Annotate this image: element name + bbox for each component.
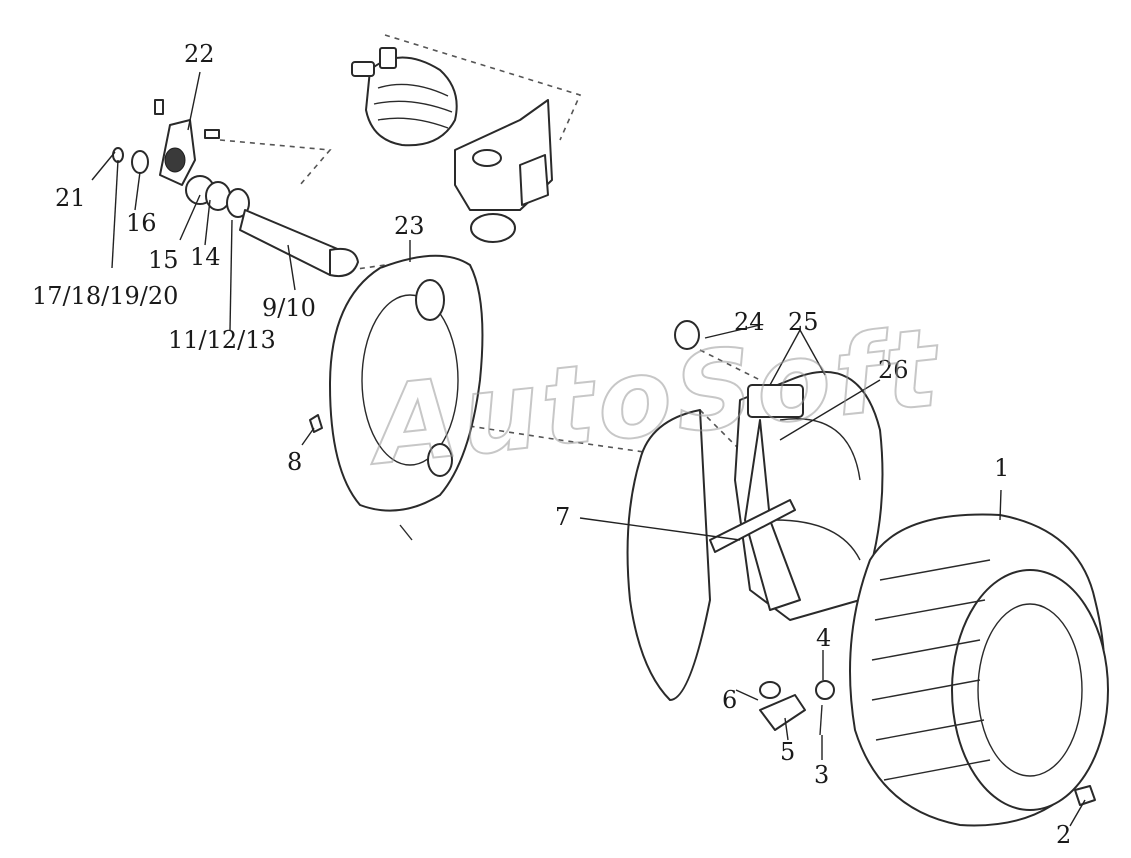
callout-1: 1 — [994, 454, 1009, 482]
anchor-link-parts — [759, 680, 835, 736]
callout-8: 8 — [287, 448, 302, 476]
callout-2: 2 — [1056, 821, 1071, 849]
callout-16: 16 — [126, 209, 157, 237]
brake-shoe — [626, 320, 884, 701]
callout-25: 25 — [788, 308, 819, 336]
callout-24: 24 — [734, 308, 765, 336]
brake-drum — [849, 513, 1109, 827]
callout-17-18-19-20: 17/18/19/20 — [32, 282, 178, 310]
callout-3: 3 — [814, 761, 829, 789]
camshaft-bracket — [454, 99, 553, 243]
callout-23: 23 — [394, 212, 425, 240]
slack-adjuster-assembly — [112, 99, 359, 278]
callout-leaders — [91, 71, 1086, 827]
callout-labels: 1 2 3 4 5 6 7 8 9/10 11/12/13 14 15 16 1… — [32, 40, 1071, 849]
callout-21: 21 — [55, 184, 86, 212]
callout-26: 26 — [878, 356, 909, 384]
brake-chamber — [351, 47, 458, 147]
callout-7: 7 — [555, 503, 570, 531]
callout-11-12-13: 11/12/13 — [168, 326, 276, 354]
callout-4: 4 — [816, 624, 831, 652]
callout-9-10: 9/10 — [262, 294, 316, 322]
callout-14: 14 — [190, 243, 221, 271]
callout-5: 5 — [780, 738, 795, 766]
callout-6: 6 — [722, 686, 737, 714]
callout-15: 15 — [148, 246, 179, 274]
callout-22: 22 — [184, 40, 215, 68]
brake-backing-plate — [309, 254, 484, 541]
